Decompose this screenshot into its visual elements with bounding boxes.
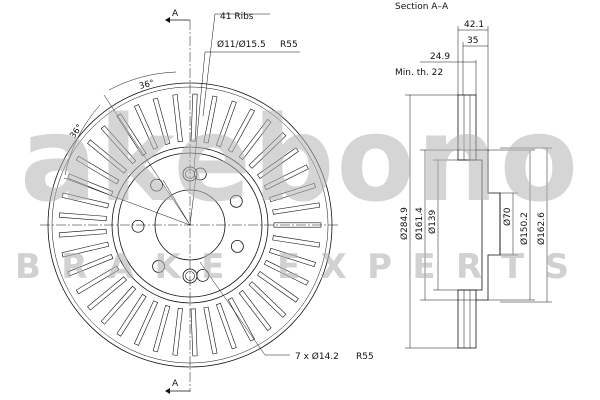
ribs-leader — [202, 13, 270, 117]
rib — [269, 183, 316, 203]
rib — [116, 293, 147, 337]
rib — [100, 285, 137, 325]
rib — [215, 100, 237, 148]
rib — [172, 307, 183, 356]
section-view: Section A–A Ø284.9 Ø161.4 Ø139 — [395, 2, 552, 349]
angle-dimension-arc — [108, 71, 177, 91]
rib — [263, 164, 309, 191]
bolt-hole — [150, 178, 163, 192]
rib — [190, 308, 198, 357]
dim-35-label: 35 — [467, 36, 478, 46]
dim-24-label: 24.9 — [430, 52, 450, 62]
rib — [61, 241, 110, 258]
bolt-hole — [230, 240, 244, 253]
bolt-hole — [152, 260, 165, 273]
section-hat-inner — [476, 159, 483, 291]
rib — [238, 119, 272, 160]
rib — [87, 276, 128, 311]
rib — [203, 306, 218, 355]
brand-watermark: akebono BRAKE EXPERTS — [15, 90, 585, 287]
rib — [87, 139, 128, 174]
dia-70-label: Ø70 — [502, 207, 513, 226]
section-title: Section A–A — [395, 2, 449, 12]
hole-label: Ø11/Ø15.5 — [217, 39, 266, 50]
section-mark-bottom: A — [172, 379, 179, 389]
rib — [134, 300, 159, 346]
rib — [134, 104, 159, 150]
rib — [67, 173, 114, 197]
bolt-radius-line-2 — [189, 175, 197, 226]
rib — [263, 259, 309, 286]
bolt-leader — [199, 261, 290, 356]
rib — [61, 192, 110, 209]
rib — [269, 247, 316, 267]
min-thickness-label: Min. th. 22 — [395, 68, 443, 78]
ventilation-ribs — [58, 93, 322, 357]
rib — [272, 235, 321, 248]
rib — [152, 305, 171, 353]
rib — [272, 202, 321, 215]
watermark-tagline: BRAKE EXPERTS — [15, 247, 585, 287]
rib — [248, 132, 287, 169]
bolt-label: 7 x Ø14.2 — [295, 351, 339, 362]
rib — [75, 155, 120, 185]
watermark-brand: akebono — [20, 90, 580, 228]
hole-radius-label: R55 — [280, 40, 298, 50]
rib — [190, 93, 198, 142]
rib — [58, 228, 107, 238]
bolt-hole — [131, 219, 145, 233]
dim-42-label: 42.1 — [464, 20, 484, 30]
dia-150-label: Ø150.2 — [519, 212, 530, 245]
rib — [273, 222, 322, 228]
section-arrow-top-head — [165, 17, 170, 23]
dia-162-label: Ø162.6 — [536, 212, 547, 245]
rib — [152, 97, 171, 145]
angle-leader-1 — [103, 94, 191, 226]
rib — [257, 147, 299, 179]
rib — [215, 302, 237, 350]
dia-161-label: Ø161.4 — [414, 207, 425, 240]
bolt-hole — [229, 194, 243, 208]
section-friction-face-lower — [457, 289, 477, 349]
dia-139-label: Ø139 — [427, 209, 438, 234]
hole-leader — [193, 51, 300, 169]
rib — [257, 271, 299, 303]
rib — [172, 94, 183, 143]
rib — [227, 297, 255, 342]
angle-label-top: 36° — [138, 78, 155, 92]
rib — [248, 281, 287, 318]
rib — [75, 265, 120, 295]
rib — [238, 290, 272, 331]
rib — [203, 95, 218, 144]
ribs-label: 41 Ribs — [220, 12, 254, 22]
angle-dimension-arc-2 — [64, 104, 101, 176]
angle-leader-2 — [63, 177, 191, 226]
section-arrow-bottom-head — [165, 388, 170, 394]
bolt-radius-label: R55 — [356, 352, 374, 362]
rib — [227, 108, 255, 153]
bolt-radius-line — [162, 179, 191, 226]
dia-284-label: Ø284.9 — [399, 207, 410, 240]
rib — [100, 125, 137, 165]
rib — [67, 253, 114, 277]
section-mark-top: A — [172, 9, 179, 19]
front-view: 36° 36° A A 41 Ribs Ø11/Ø15.5 R55 7 x Ø1… — [40, 9, 374, 394]
rib — [58, 212, 107, 222]
